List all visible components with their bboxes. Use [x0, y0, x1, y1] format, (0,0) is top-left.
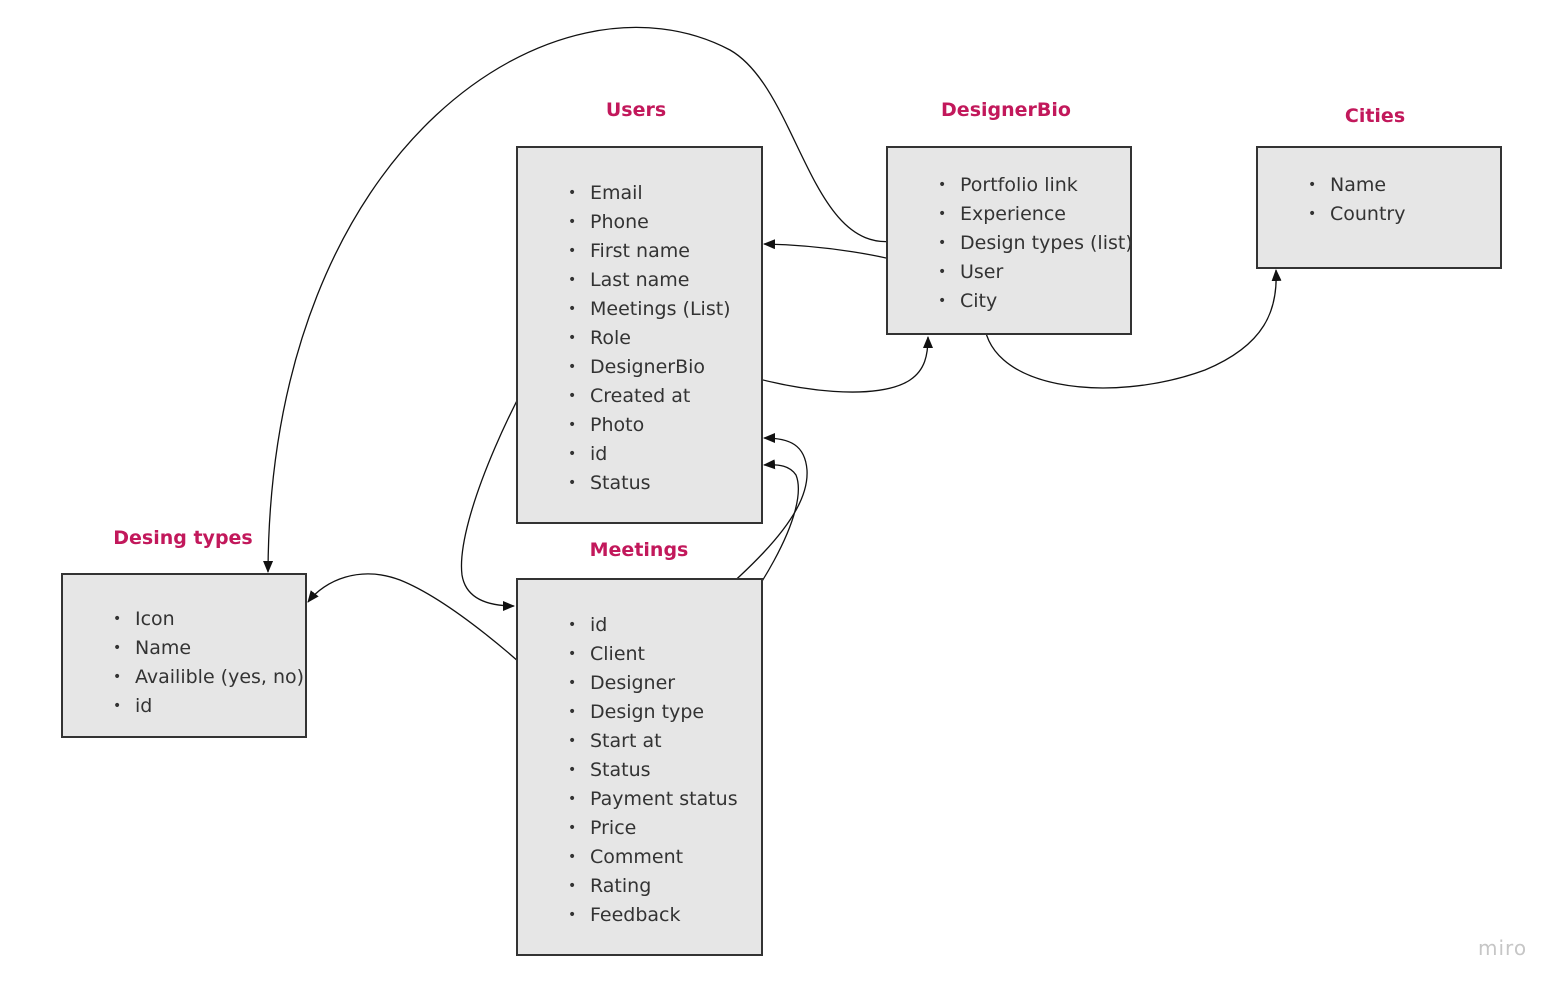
- designerbio-entity[interactable]: •Portfolio link •Experience •Design type…: [886, 146, 1133, 335]
- connector-designerbio-city: [983, 269, 1282, 389]
- field-item: •Role: [518, 324, 761, 353]
- bullet-icon: •: [938, 264, 947, 280]
- bullet-icon: •: [113, 669, 122, 685]
- bullet-icon: •: [568, 330, 577, 346]
- field-item: •Status: [518, 469, 761, 498]
- field-item: •Payment status: [518, 785, 761, 814]
- field-item: •Availible (yes, no): [63, 663, 305, 692]
- users-field-list: •Email •Phone •First name •Last name •Me…: [518, 148, 761, 498]
- bullet-icon: •: [113, 640, 122, 656]
- field-item: •Email: [518, 179, 761, 208]
- designtypes-entity[interactable]: •Icon •Name •Availible (yes, no) •id: [61, 573, 307, 738]
- field-item: •id: [518, 440, 761, 469]
- bullet-icon: •: [568, 243, 577, 259]
- users-entity[interactable]: •Email •Phone •First name •Last name •Me…: [516, 146, 763, 524]
- field-item: •Photo: [518, 411, 761, 440]
- bullet-icon: •: [568, 762, 577, 778]
- cities-field-list: •Name •Country: [1258, 148, 1500, 229]
- field-item: •Feedback: [518, 901, 761, 930]
- bullet-icon: •: [1308, 206, 1317, 222]
- field-item: •Country: [1258, 200, 1500, 229]
- bullet-icon: •: [568, 791, 577, 807]
- bullet-icon: •: [568, 849, 577, 865]
- field-item: •Last name: [518, 266, 761, 295]
- field-item: •Experience: [888, 200, 1130, 229]
- bullet-icon: •: [568, 446, 577, 462]
- field-item: •id: [63, 692, 305, 721]
- bullet-icon: •: [568, 272, 577, 288]
- field-item: •Icon: [63, 605, 305, 634]
- bullet-icon: •: [568, 475, 577, 491]
- bullet-icon: •: [568, 214, 577, 230]
- miro-watermark: miro: [1478, 936, 1528, 960]
- field-item: •Designer: [518, 669, 761, 698]
- field-item: •Phone: [518, 208, 761, 237]
- bullet-icon: •: [568, 646, 577, 662]
- bullet-icon: •: [568, 820, 577, 836]
- cities-entity[interactable]: •Name •Country: [1256, 146, 1502, 269]
- field-item: •Rating: [518, 872, 761, 901]
- field-item: •DesignerBio: [518, 353, 761, 382]
- bullet-icon: •: [568, 301, 577, 317]
- bullet-icon: •: [938, 177, 947, 193]
- bullet-icon: •: [568, 675, 577, 691]
- bullet-icon: •: [568, 617, 577, 633]
- designerbio-field-list: •Portfolio link •Experience •Design type…: [888, 148, 1133, 316]
- designtypes-title: Desing types: [113, 527, 253, 549]
- meetings-title: Meetings: [589, 539, 689, 561]
- designtypes-field-list: •Icon •Name •Availible (yes, no) •id: [63, 575, 305, 721]
- users-title: Users: [605, 99, 667, 121]
- field-item: •User: [888, 258, 1130, 287]
- bullet-icon: •: [938, 293, 947, 309]
- bullet-icon: •: [568, 907, 577, 923]
- bullet-icon: •: [568, 733, 577, 749]
- field-item: •Created at: [518, 382, 761, 411]
- bullet-icon: •: [938, 235, 947, 251]
- bullet-icon: •: [1308, 177, 1317, 193]
- field-item: •Client: [518, 640, 761, 669]
- field-item: •Name: [63, 634, 305, 663]
- connector-users-designerbio: [715, 336, 933, 393]
- field-item: •Meetings (List): [518, 295, 761, 324]
- field-item: •Status: [518, 756, 761, 785]
- meetings-field-list: •id •Client •Designer •Design type •Star…: [518, 580, 761, 930]
- field-item: •Design types (list): [888, 229, 1133, 258]
- bullet-icon: •: [568, 185, 577, 201]
- designerbio-title: DesignerBio: [941, 99, 1071, 121]
- cities-title: Cities: [1344, 105, 1406, 127]
- connector-designerbio-designtypes: [263, 26, 901, 573]
- bullet-icon: •: [568, 704, 577, 720]
- field-item: •First name: [518, 237, 761, 266]
- field-item: •Portfolio link: [888, 171, 1130, 200]
- bullet-icon: •: [113, 698, 122, 714]
- field-item: •Start at: [518, 727, 761, 756]
- field-item: •Price: [518, 814, 761, 843]
- bullet-icon: •: [568, 878, 577, 894]
- field-item: •id: [518, 611, 761, 640]
- bullet-icon: •: [568, 417, 577, 433]
- field-item: •Design type: [518, 698, 761, 727]
- field-item: •Name: [1258, 171, 1500, 200]
- meetings-entity[interactable]: •id •Client •Designer •Design type •Star…: [516, 578, 763, 956]
- bullet-icon: •: [568, 359, 577, 375]
- field-item: •City: [888, 287, 1130, 316]
- field-item: •Comment: [518, 843, 761, 872]
- bullet-icon: •: [938, 206, 947, 222]
- bullet-icon: •: [568, 388, 577, 404]
- bullet-icon: •: [113, 611, 122, 627]
